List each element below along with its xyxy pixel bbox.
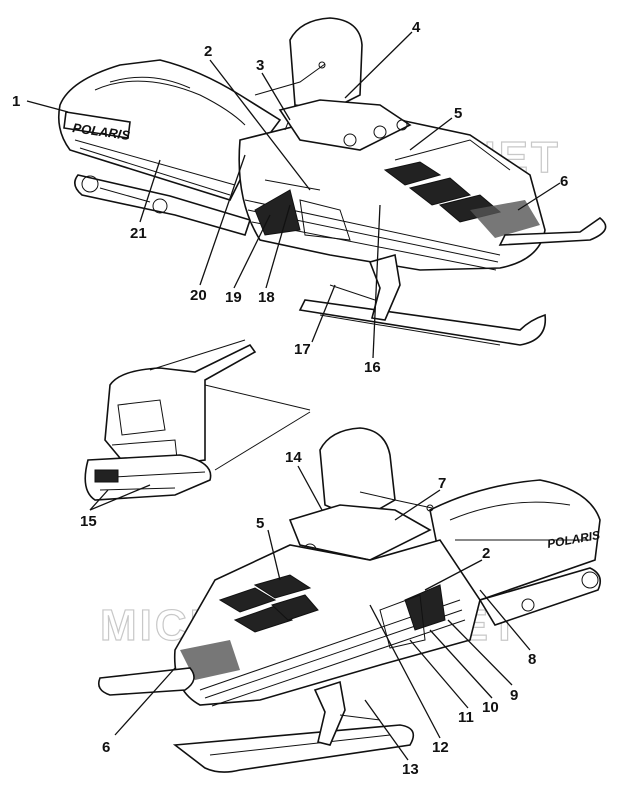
callout-8: 8 (528, 651, 536, 668)
callout-6-top: 6 (560, 173, 568, 190)
callout-12: 12 (432, 739, 449, 756)
callout-6-bottom: 6 (102, 739, 110, 756)
callout-21: 21 (130, 225, 147, 242)
callout-7: 7 (438, 475, 446, 492)
callout-1: 1 (12, 93, 20, 110)
callout-16: 16 (364, 359, 381, 376)
callout-2-top: 2 (204, 43, 212, 60)
callout-18: 18 (258, 289, 275, 306)
snowmobile-bottom-view: POLARIS (97, 427, 601, 773)
callout-15: 15 (80, 513, 97, 530)
callout-5-top: 5 (454, 105, 462, 122)
callout-9: 9 (510, 687, 518, 704)
callout-5-bottom: 5 (256, 515, 264, 532)
callout-19: 19 (225, 289, 242, 306)
callout-10: 10 (482, 699, 499, 716)
callout-4: 4 (412, 19, 421, 36)
leader-lines (26, 31, 561, 761)
callout-labels: 1 2 3 4 5 6 21 20 19 18 17 16 15 14 7 5 … (12, 19, 568, 778)
callout-14: 14 (285, 449, 302, 466)
callout-2-bottom: 2 (482, 545, 490, 562)
callout-3: 3 (256, 57, 264, 74)
callout-17: 17 (294, 341, 311, 358)
callout-20: 20 (190, 287, 207, 304)
snowmobile-top-view: POLARIS (57, 17, 607, 346)
rear-detail-view (84, 339, 311, 501)
callout-11: 11 (458, 709, 474, 726)
callout-13: 13 (402, 761, 419, 778)
